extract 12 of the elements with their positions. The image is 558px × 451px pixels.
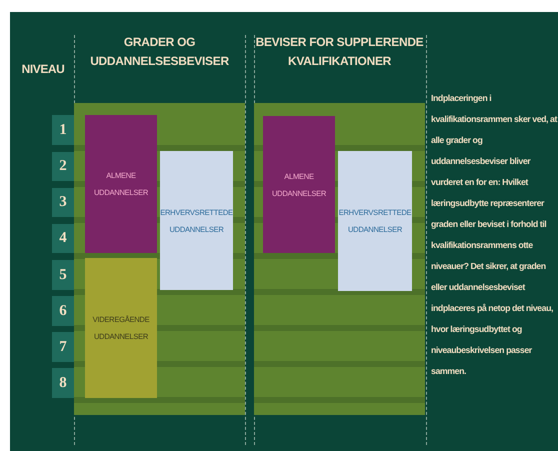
- level-number: 7: [52, 332, 74, 362]
- level-number: 1: [52, 115, 74, 145]
- level-number: 5: [52, 260, 74, 290]
- level-number: 8: [52, 368, 74, 398]
- level-number: 3: [52, 188, 74, 217]
- description-text: Indplaceringen i kvalifikationsrammen sker ved, at alle grader og uddannelsesbeviser bliver vurderet en for en: Hvilket læringsudbytte repræsenterer graden eller beviset i forhold til kvalifikationsrammens otte niveauer? Det sikrer, at graden eller uddannelsesbeviset indplaceres på netop det niveau, hvor læringsudbyttet og niveaubeskrivelsen passer sammen.: [431, 92, 557, 378]
- column-heading: NIVEAU: [20, 61, 66, 78]
- column-heading: GRADER OG UDDANNELSESBEVISER: [89, 34, 230, 70]
- column-heading: BEVISER FOR SUPPLERENDE KVALIFIKATIONER: [254, 34, 424, 70]
- level-number: 2: [52, 152, 74, 181]
- level-number: 6: [52, 296, 74, 326]
- level-number: 4: [52, 224, 74, 253]
